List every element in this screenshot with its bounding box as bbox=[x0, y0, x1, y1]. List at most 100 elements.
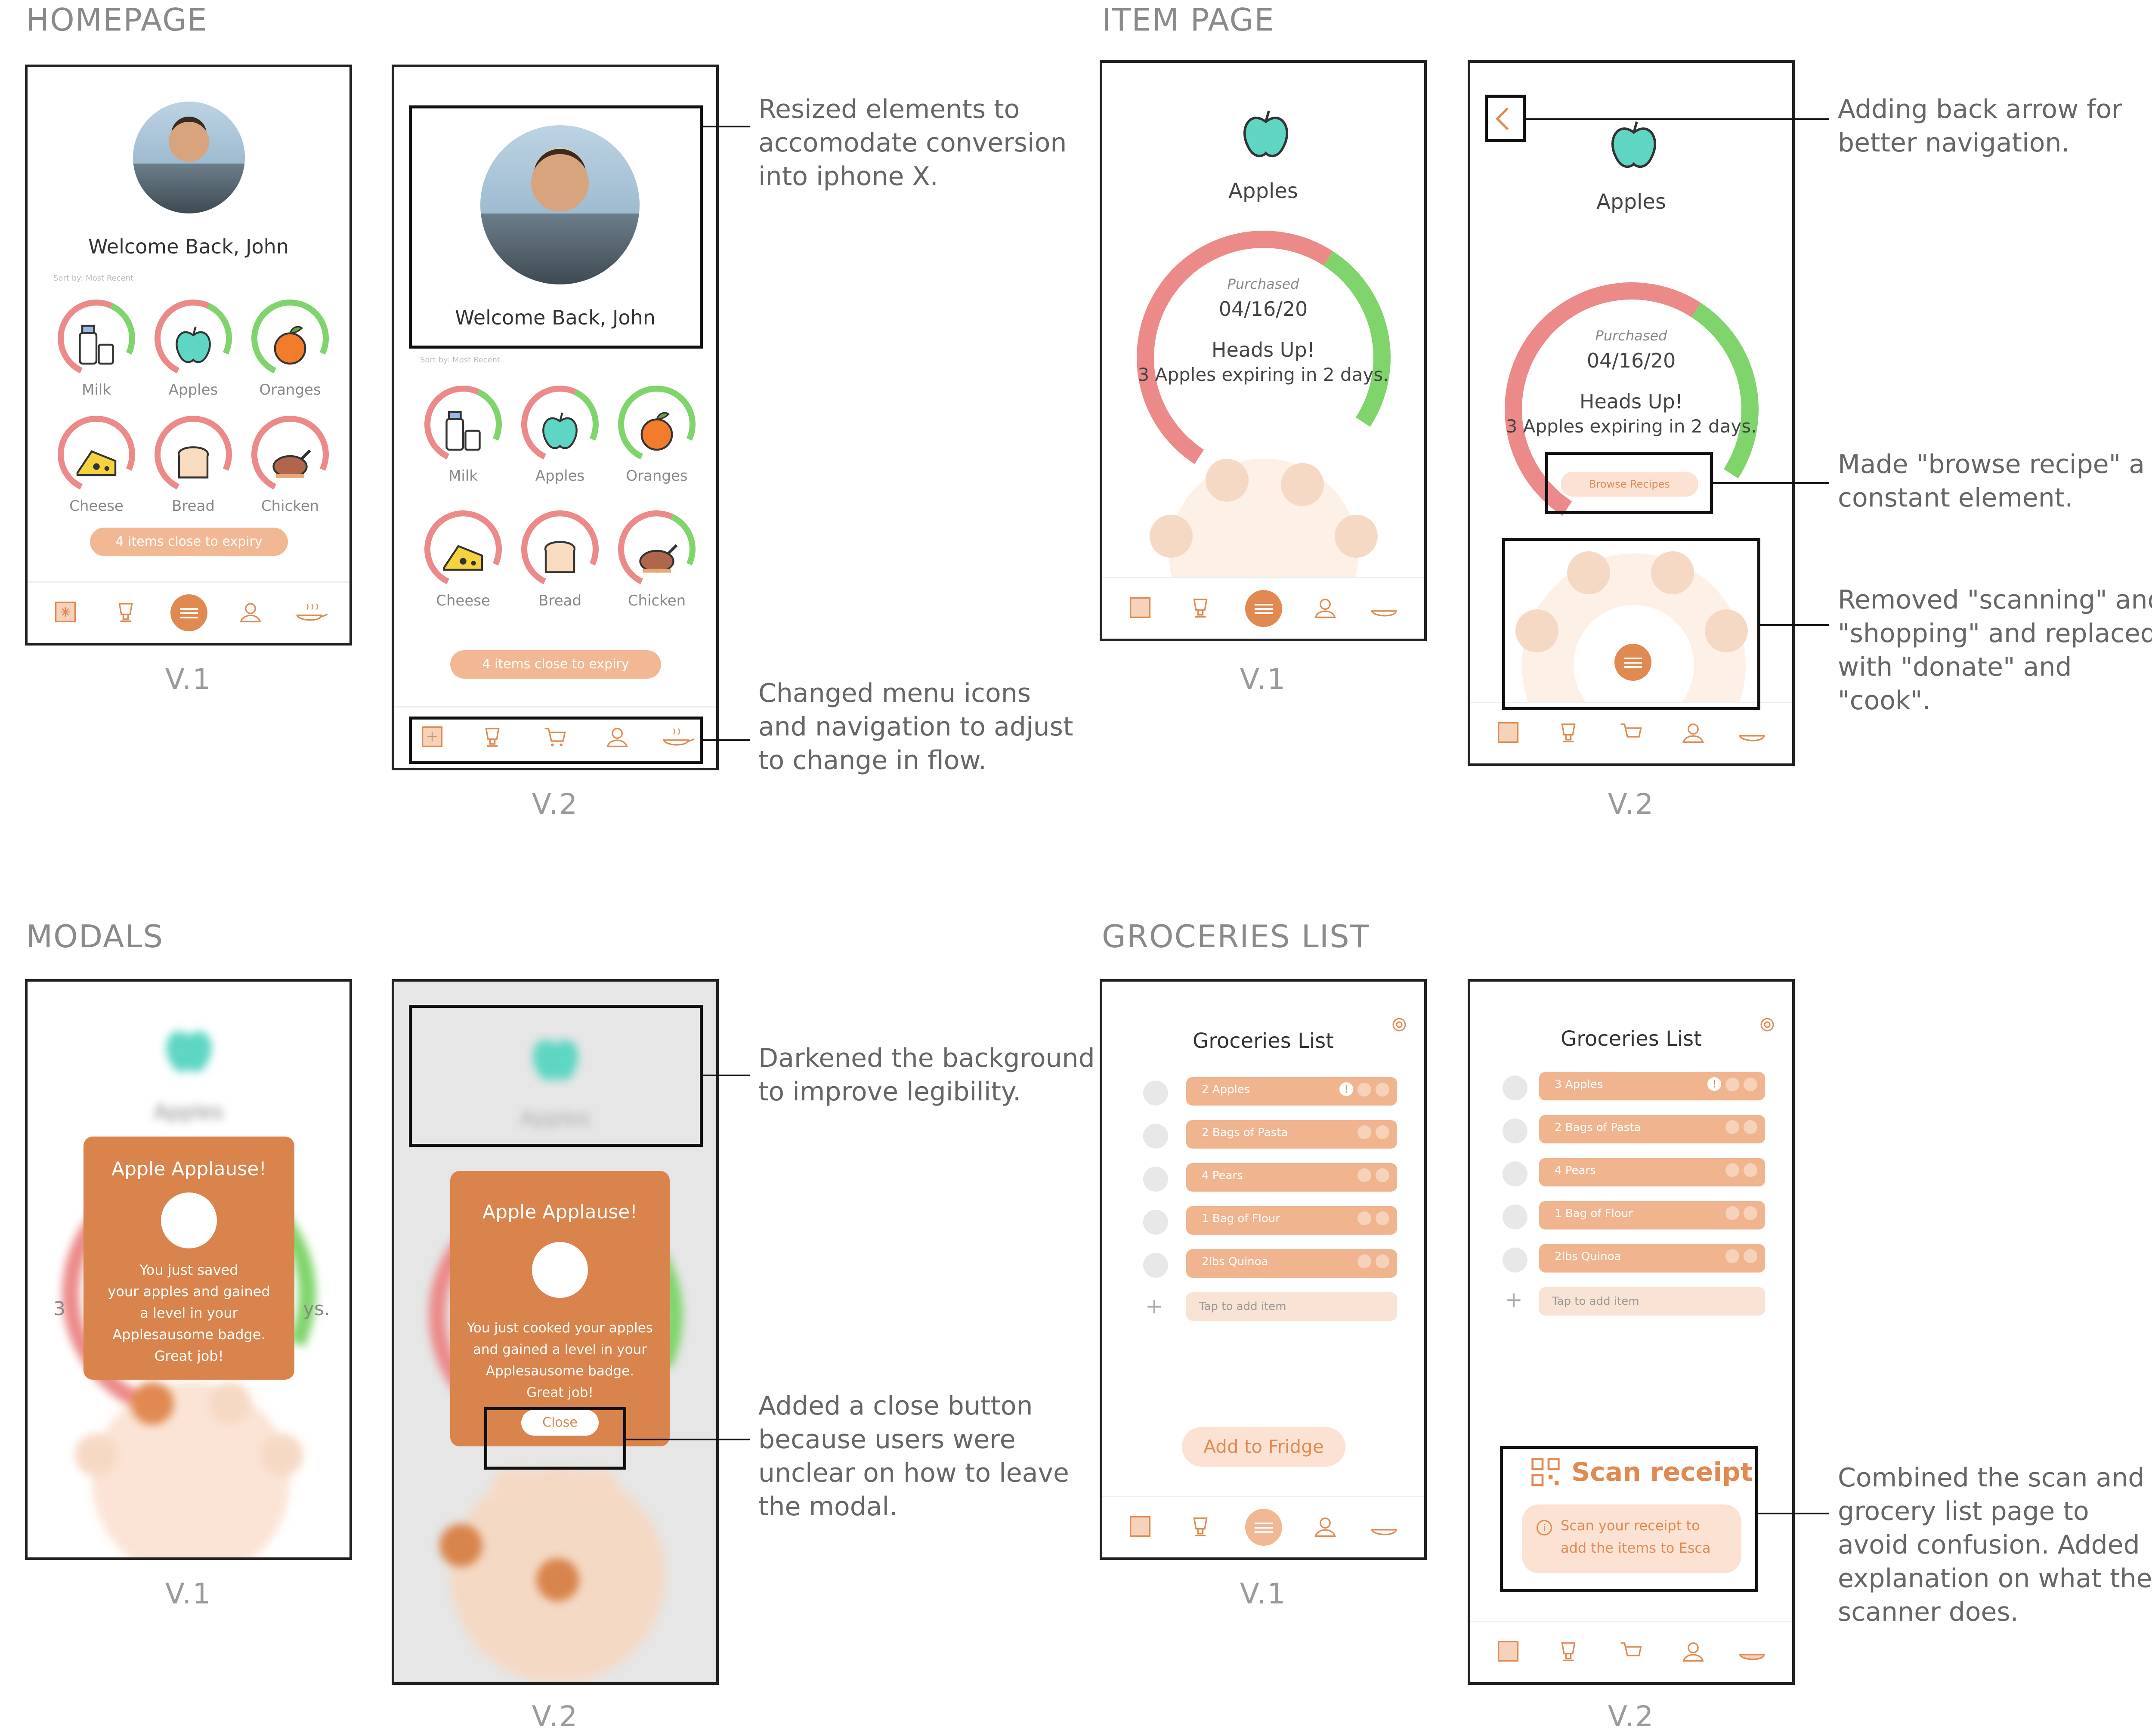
item-checkbox[interactable] bbox=[1503, 1248, 1527, 1273]
milk-icon[interactable] bbox=[73, 321, 120, 368]
item-checkbox[interactable] bbox=[1143, 1253, 1168, 1278]
minus-button bbox=[1725, 1206, 1739, 1220]
expiry-button[interactable]: 4 items close to expiry bbox=[90, 528, 288, 556]
cooking-icon[interactable] bbox=[294, 600, 329, 624]
item-checkbox[interactable] bbox=[1503, 1205, 1527, 1229]
cart-icon[interactable] bbox=[543, 725, 567, 749]
orange-icon[interactable] bbox=[266, 321, 314, 368]
menu-button[interactable] bbox=[1245, 590, 1282, 627]
cheese-icon[interactable] bbox=[73, 437, 120, 485]
add-item-input[interactable]: Tap to add item bbox=[1186, 1292, 1397, 1321]
fridge-icon[interactable] bbox=[1128, 596, 1152, 620]
grocery-row[interactable]: 4 Pears bbox=[1186, 1163, 1397, 1192]
grocery-row[interactable]: 2 Bags of Pasta bbox=[1186, 1120, 1397, 1149]
trophy-icon[interactable] bbox=[114, 600, 138, 624]
cheese-icon[interactable] bbox=[439, 532, 487, 579]
homepage-v2-phone: Welcome Back, John Sort by: Most Recent … bbox=[392, 65, 719, 770]
minus-button bbox=[1357, 1168, 1371, 1182]
close-button[interactable]: Close bbox=[521, 1410, 599, 1436]
fridge-icon[interactable] bbox=[420, 725, 444, 749]
scan-action-icon[interactable] bbox=[1335, 515, 1378, 558]
grocery-row[interactable]: 1 Bag of Flour bbox=[1539, 1201, 1765, 1229]
apple-icon[interactable] bbox=[536, 407, 584, 454]
trash-action-icon[interactable] bbox=[1705, 609, 1748, 652]
cook-action-icon[interactable] bbox=[1206, 459, 1249, 502]
trophy-icon[interactable] bbox=[1556, 1639, 1580, 1663]
item-checkbox[interactable] bbox=[1143, 1210, 1168, 1235]
item-checkbox[interactable] bbox=[1503, 1075, 1527, 1100]
pot-action-icon bbox=[439, 1524, 482, 1567]
add-item-input[interactable]: Tap to add item bbox=[1539, 1287, 1765, 1316]
profile-icon[interactable] bbox=[238, 600, 263, 624]
gear-icon[interactable] bbox=[1756, 1014, 1778, 1035]
clapping-hands-icon bbox=[532, 1242, 588, 1298]
bread-icon[interactable] bbox=[536, 532, 584, 579]
grocery-row[interactable]: 2 Apples! bbox=[1186, 1077, 1397, 1106]
chicken-icon[interactable] bbox=[633, 532, 680, 579]
cook-action-icon[interactable] bbox=[1567, 551, 1610, 594]
apple-icon[interactable] bbox=[170, 321, 217, 368]
item-page-v1-phone: Apples Purchased 04/16/20 Heads Up! 3 Ap… bbox=[1100, 60, 1427, 641]
profile-icon[interactable] bbox=[1681, 1639, 1705, 1663]
pot-action-icon[interactable] bbox=[1515, 609, 1558, 652]
profile-icon[interactable] bbox=[1313, 1514, 1337, 1538]
add-to-fridge-button[interactable]: Add to Fridge bbox=[1182, 1427, 1345, 1467]
gear-icon[interactable] bbox=[1388, 1014, 1410, 1035]
grocery-row[interactable]: 2lbs Quinoa bbox=[1539, 1244, 1765, 1273]
cooking-icon[interactable] bbox=[1737, 1639, 1772, 1663]
add-icon[interactable]: + bbox=[1145, 1294, 1163, 1319]
cooking-icon[interactable] bbox=[1369, 596, 1404, 620]
chicken-icon[interactable] bbox=[266, 437, 314, 485]
section-title-item-page: ITEM PAGE bbox=[1102, 2, 1275, 38]
oranges-label: Oranges bbox=[626, 467, 688, 485]
groceries-v1-phone: Groceries List 2 Apples! 2 Bags of Pasta… bbox=[1100, 979, 1427, 1560]
grocery-row[interactable]: 1 Bag of Flour bbox=[1186, 1206, 1397, 1235]
trophy-icon[interactable] bbox=[1188, 1514, 1212, 1538]
orange-icon[interactable] bbox=[633, 407, 680, 454]
fridge-icon[interactable] bbox=[1496, 1639, 1520, 1663]
profile-icon[interactable] bbox=[1313, 596, 1337, 620]
add-icon[interactable]: + bbox=[1505, 1287, 1523, 1312]
trash-action-icon[interactable] bbox=[1150, 515, 1193, 558]
grocery-row[interactable]: 2 Bags of Pasta bbox=[1539, 1115, 1765, 1143]
info-icon: i bbox=[1537, 1520, 1552, 1535]
menu-button[interactable] bbox=[1614, 644, 1651, 681]
trophy-icon[interactable] bbox=[1556, 720, 1580, 744]
heads-up: Heads Up! bbox=[1211, 338, 1315, 361]
menu-button[interactable] bbox=[170, 594, 207, 631]
item-checkbox[interactable] bbox=[1503, 1118, 1527, 1143]
cart-icon[interactable] bbox=[1619, 1639, 1643, 1663]
expiry-button[interactable]: 4 items close to expiry bbox=[450, 650, 661, 679]
back-arrow-icon[interactable] bbox=[1490, 104, 1515, 134]
item-checkbox[interactable] bbox=[1503, 1161, 1527, 1186]
fridge-icon[interactable] bbox=[1496, 720, 1520, 744]
cooking-icon[interactable] bbox=[1369, 1514, 1404, 1538]
navbar bbox=[1102, 1496, 1424, 1557]
action-wheel bbox=[92, 1382, 290, 1557]
trophy-icon[interactable] bbox=[1188, 596, 1212, 620]
cooking-icon[interactable] bbox=[1737, 720, 1772, 744]
milk-icon[interactable] bbox=[439, 407, 487, 454]
sort-label: Sort by: Most Recent bbox=[420, 355, 501, 364]
fridge-icon[interactable] bbox=[53, 600, 77, 624]
bread-icon[interactable] bbox=[170, 437, 217, 485]
cart-icon[interactable] bbox=[1619, 720, 1643, 744]
browse-recipes-button[interactable]: Browse Recipes bbox=[1561, 472, 1698, 497]
item-checkbox[interactable] bbox=[1143, 1167, 1168, 1192]
grocery-row[interactable]: 2lbs Quinoa bbox=[1186, 1249, 1397, 1278]
cart-action-icon[interactable] bbox=[1281, 463, 1324, 506]
cooking-icon[interactable] bbox=[661, 725, 696, 749]
item-checkbox[interactable] bbox=[1143, 1124, 1168, 1149]
menu-button[interactable] bbox=[1245, 1509, 1282, 1546]
trophy-icon[interactable] bbox=[480, 725, 504, 749]
scan-receipt-title[interactable]: Scan receipt bbox=[1571, 1457, 1753, 1487]
sort-label: Sort by: Most Recent bbox=[53, 274, 134, 283]
navbar bbox=[28, 581, 349, 643]
grocery-row[interactable]: 3 Apples! bbox=[1539, 1072, 1765, 1100]
profile-icon[interactable] bbox=[605, 725, 629, 749]
grocery-row[interactable]: 4 Pears bbox=[1539, 1158, 1765, 1186]
donate-action-icon[interactable] bbox=[1651, 551, 1694, 594]
fridge-icon[interactable] bbox=[1128, 1514, 1152, 1538]
item-checkbox[interactable] bbox=[1143, 1081, 1168, 1106]
profile-icon[interactable] bbox=[1681, 720, 1705, 744]
